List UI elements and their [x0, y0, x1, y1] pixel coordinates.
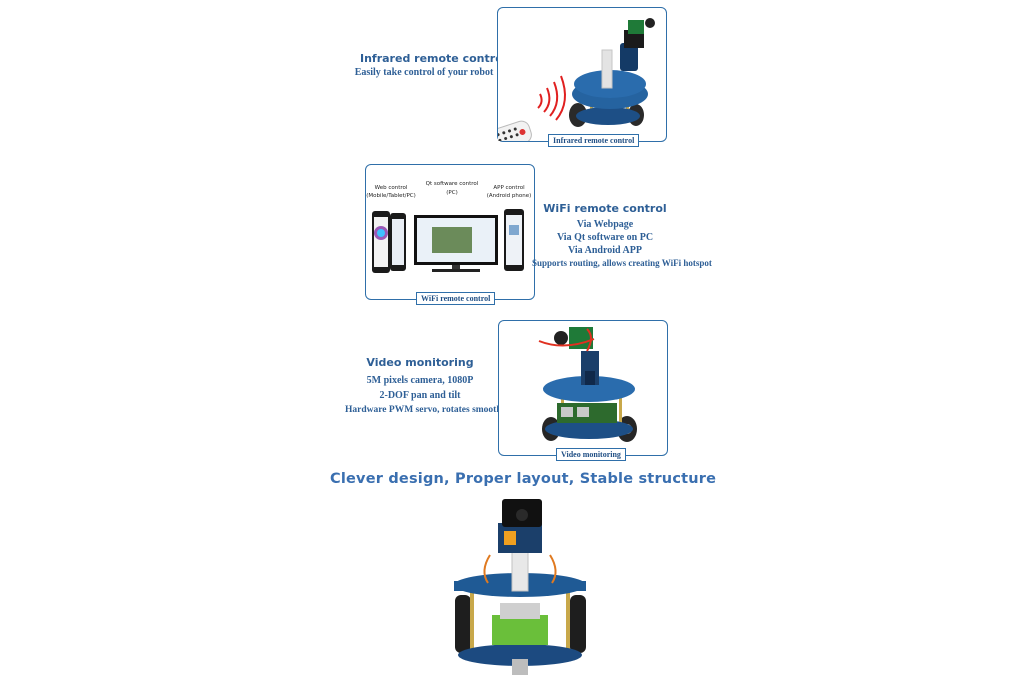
video-caption-tag: Video monitoring — [556, 448, 626, 461]
infrared-heading: Infrared remote control — [360, 52, 507, 65]
infrared-subtitle: Easily take control of your robot — [354, 67, 494, 78]
video-heading: Video monitoring — [366, 356, 474, 369]
infrared-image-panel — [478, 7, 667, 155]
wifi-heading: WiFi remote control — [543, 202, 667, 215]
wifi-line-2: Via Qt software on PC — [556, 232, 654, 243]
wifi-image-panel: Web control (Mobile/Tablet/PC) Qt softwa… — [365, 164, 535, 300]
qt-control-sub: (PC) — [446, 190, 458, 196]
qt-control-label: Qt software control — [425, 181, 479, 187]
video-line-1: 5M pixels camera, 1080P — [366, 375, 474, 386]
app-control-label: APP control — [493, 185, 525, 191]
infrared-caption-tag: Infrared remote control — [548, 134, 640, 147]
wifi-caption-tag: WiFi remote control — [416, 292, 496, 305]
wifi-line-1: Via Webpage — [576, 219, 634, 230]
design-robot-illustration — [454, 499, 586, 675]
wifi-line-3: Via Android APP — [568, 245, 642, 256]
wifi-devices-illustration — [372, 209, 524, 273]
video-line-3: Hardware PWM servo, rotates smoothly — [345, 405, 510, 415]
design-robot-image — [440, 495, 600, 680]
web-control-label: Web control — [374, 185, 408, 191]
video-image-panel — [498, 320, 668, 456]
wifi-line-4: Supports routing, allows creating WiFi h… — [532, 258, 712, 268]
design-headline: Clever design, Proper layout, Stable str… — [330, 471, 717, 487]
infrared-robot-illustration — [478, 18, 655, 155]
web-control-sub: (Mobile/Tablet/PC) — [366, 193, 416, 199]
app-control-sub: (Android phone) — [486, 193, 532, 199]
video-robot-illustration — [538, 327, 637, 442]
video-line-2: 2-DOF pan and tilt — [379, 390, 461, 401]
